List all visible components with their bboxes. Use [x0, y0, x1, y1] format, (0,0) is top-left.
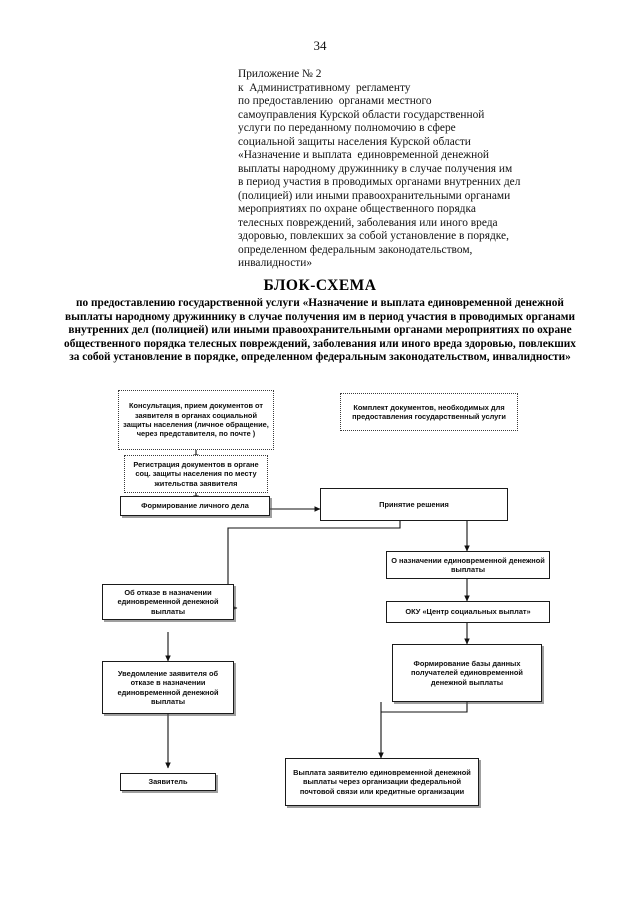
node-consultation-label: Консультация, прием документов от заявит… — [123, 401, 269, 439]
appendix-line: Приложение № 2 — [238, 68, 322, 80]
node-oku-label: ОКУ «Центр социальных выплат» — [405, 607, 531, 617]
node-refusal-label: Об отказе в назначении единовременной де… — [117, 587, 219, 616]
node-payment[interactable]: Выплата заявителю единовременной денежно… — [285, 758, 479, 806]
appendix-line: социальной защиты населения Курской обла… — [238, 135, 471, 148]
appendix-line: определенном федеральным законодательств… — [238, 243, 473, 256]
node-consultation[interactable]: Консультация, прием документов от заявит… — [118, 390, 274, 450]
appendix-line: здоровью, повлекших за собой установлени… — [238, 230, 509, 242]
node-decision[interactable]: Принятие решения — [320, 488, 508, 521]
appendix-line: мероприятиях по охране общественного пор… — [238, 203, 476, 215]
appendix-line: телесных повреждений, заболевания или ин… — [238, 216, 498, 229]
scheme-subtitle: по предоставлению государственной услуги… — [64, 297, 576, 364]
edge-decision-to-refusal — [227, 521, 401, 611]
appendix-line: выплаты народному дружиннику в случае по… — [238, 162, 513, 175]
node-registration[interactable]: Регистрация документов в органе соц. защ… — [124, 455, 268, 493]
node-decision-label: Принятие решения — [379, 499, 449, 509]
node-personal-file-label: Формирование личного дела — [141, 501, 249, 511]
node-refusal[interactable]: Об отказе в назначении единовременной де… — [102, 584, 234, 620]
node-personal-file[interactable]: Формирование личного дела — [120, 496, 270, 516]
node-approval-label: О назначении единовременной денежной вып… — [391, 555, 545, 574]
appendix-line: в период участия в проводимых органами в… — [238, 176, 521, 188]
node-documents-set-label: Комплект документов, необходимых для пре… — [352, 402, 506, 421]
node-database[interactable]: Формирование базы данных получателей еди… — [392, 644, 542, 702]
node-oku[interactable]: ОКУ «Центр социальных выплат» — [386, 601, 550, 623]
appendix-line: «Назначение и выплата единовременной ден… — [238, 149, 490, 161]
node-notification-label: Уведомление заявителя об отказе в назнач… — [117, 668, 219, 706]
appendix-line: самоуправления Курской области государст… — [238, 108, 485, 121]
node-approval[interactable]: О назначении единовременной денежной вып… — [386, 551, 550, 579]
appendix-line: услуги по переданному полномочию в сфере — [238, 122, 456, 134]
edge-database-elbow — [381, 702, 468, 713]
node-applicant[interactable]: Заявитель — [120, 773, 216, 791]
appendix-reference-block: Приложение № 2 к Административному регла… — [238, 68, 578, 271]
node-payment-label: Выплата заявителю единовременной денежно… — [293, 767, 471, 796]
node-database-label: Формирование базы данных получателей еди… — [411, 658, 523, 687]
appendix-line: по предоставлению органами местного — [238, 95, 432, 107]
appendix-line: инвалидности» — [238, 257, 313, 269]
node-applicant-label: Заявитель — [148, 777, 188, 787]
page-number: 34 — [313, 38, 327, 53]
node-registration-label: Регистрация документов в органе соц. защ… — [133, 459, 259, 488]
appendix-line: (полицией) или иными правоохранительными… — [238, 189, 511, 202]
node-documents-set[interactable]: Комплект документов, необходимых для пре… — [340, 393, 518, 431]
appendix-line: к Административному регламенту — [238, 81, 411, 94]
scheme-title: БЛОК-СХЕМА — [263, 277, 377, 294]
node-notification[interactable]: Уведомление заявителя об отказе в назнач… — [102, 661, 234, 714]
